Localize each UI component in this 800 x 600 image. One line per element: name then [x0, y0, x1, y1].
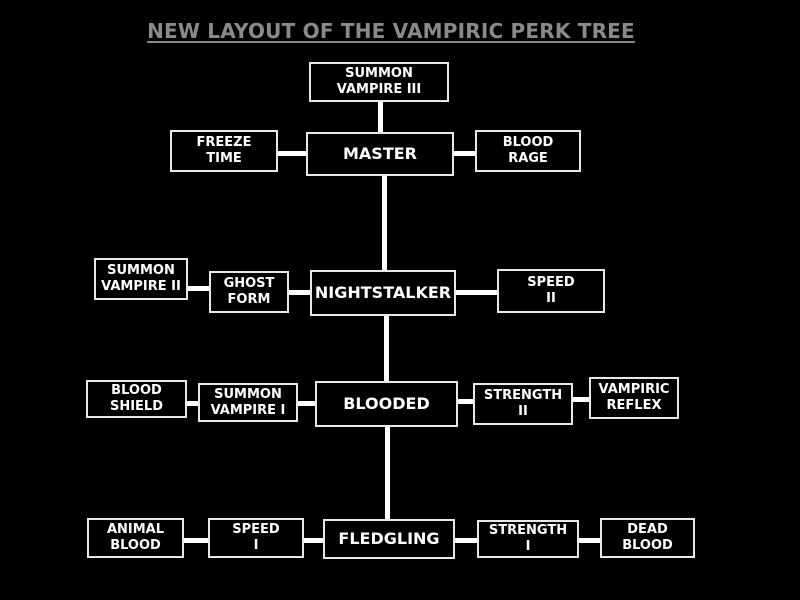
edge-strength2-reflex: [572, 397, 590, 402]
edge-summon3-master: [378, 101, 383, 134]
node-speed-ii: SPEED II: [497, 269, 605, 313]
node-master: MASTER: [306, 132, 454, 176]
node-nightstalker: NIGHTSTALKER: [310, 270, 456, 316]
node-dead-blood: DEAD BLOOD: [600, 518, 695, 558]
node-freeze-time: FREEZE TIME: [170, 130, 278, 172]
edge-bloodshield-summon1: [186, 401, 200, 406]
node-blood-rage: BLOOD RAGE: [475, 130, 581, 172]
edge-nightstalker-speed2: [455, 290, 498, 295]
edge-strength1-deadblood: [578, 538, 601, 543]
node-fledgling: FLEDGLING: [323, 519, 455, 559]
node-ghost-form: GHOST FORM: [209, 271, 289, 313]
node-summon-vampire-i: SUMMON VAMPIRE I: [198, 383, 298, 422]
edge-summon1-blooded: [297, 401, 316, 406]
edge-master-bloodrage: [453, 151, 476, 156]
edge-animal-speed1: [184, 538, 209, 543]
node-strength-i: STRENGTH I: [477, 520, 579, 558]
edge-speed1-fledgling: [303, 538, 324, 543]
edge-blooded-strength2: [458, 399, 474, 404]
edge-ghost-nightstalker: [288, 290, 311, 295]
edge-summon2-ghost: [187, 286, 210, 291]
node-blood-shield: BLOOD SHIELD: [86, 380, 187, 418]
edge-fledgling-strength1: [454, 538, 478, 543]
node-summon-vampire-ii: SUMMON VAMPIRE II: [94, 258, 188, 300]
edge-nightstalker-blooded: [384, 315, 389, 383]
node-strength-ii: STRENGTH II: [473, 383, 573, 425]
node-summon-vampire-iii: SUMMON VAMPIRE III: [309, 62, 449, 102]
edge-master-nightstalker: [382, 175, 387, 272]
edge-freeze-master: [277, 151, 308, 156]
edge-blooded-fledgling: [385, 425, 390, 521]
diagram-title: NEW LAYOUT OF THE VAMPIRIC PERK TREE: [147, 19, 635, 43]
node-speed-i: SPEED I: [208, 518, 304, 558]
node-animal-blood: ANIMAL BLOOD: [87, 518, 184, 558]
node-vampiric-reflex: VAMPIRIC REFLEX: [589, 377, 679, 419]
node-blooded: BLOODED: [315, 381, 458, 427]
